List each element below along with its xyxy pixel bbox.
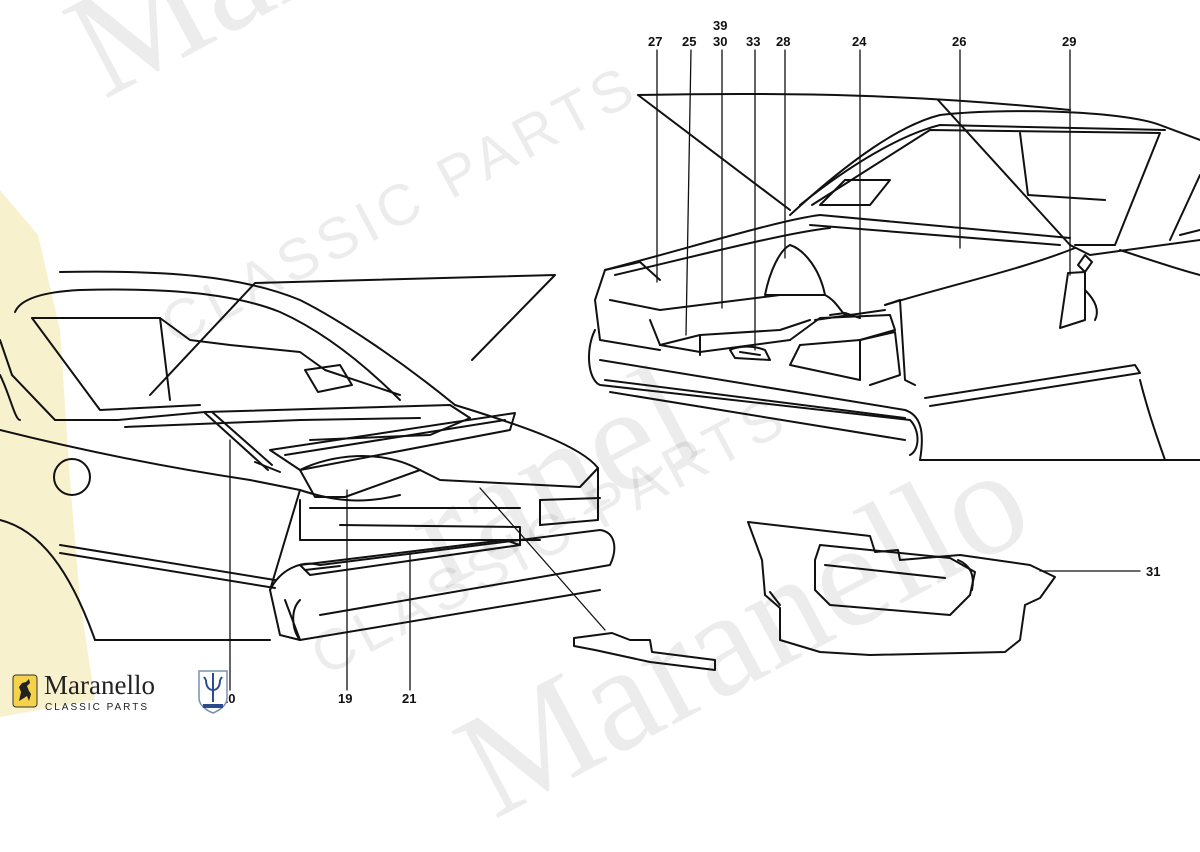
callout-29: 29 — [1062, 34, 1077, 49]
trunk-line-drawing — [0, 0, 1200, 717]
callout-25: 25 — [682, 34, 697, 49]
maranello-classic-parts-logo: Maranello CLASSIC PARTS — [12, 668, 242, 716]
right-car-drawing — [589, 50, 1200, 460]
callout-28: 28 — [776, 34, 791, 49]
left-edge-shield-decoration — [0, 190, 95, 717]
callout-24: 24 — [852, 34, 867, 49]
callout-31: 31 — [1146, 564, 1161, 579]
logo-tagline: CLASSIC PARTS — [45, 702, 149, 713]
trident-badge-icon — [196, 668, 230, 714]
callout-21: 21 — [402, 691, 417, 706]
callout-26: 26 — [952, 34, 967, 49]
callout-39: 39 — [713, 18, 728, 33]
left-car-drawing — [0, 272, 715, 670]
callout-19: 19 — [338, 691, 353, 706]
prancing-horse-icon — [12, 674, 38, 708]
left-leader-lines — [230, 440, 410, 690]
floor-mat-part-drawing — [748, 522, 1140, 655]
logo-brand-name: Maranello — [44, 670, 155, 700]
callout-27: 27 — [648, 34, 663, 49]
callout-33: 33 — [746, 34, 761, 49]
callout-30: 30 — [713, 34, 728, 49]
